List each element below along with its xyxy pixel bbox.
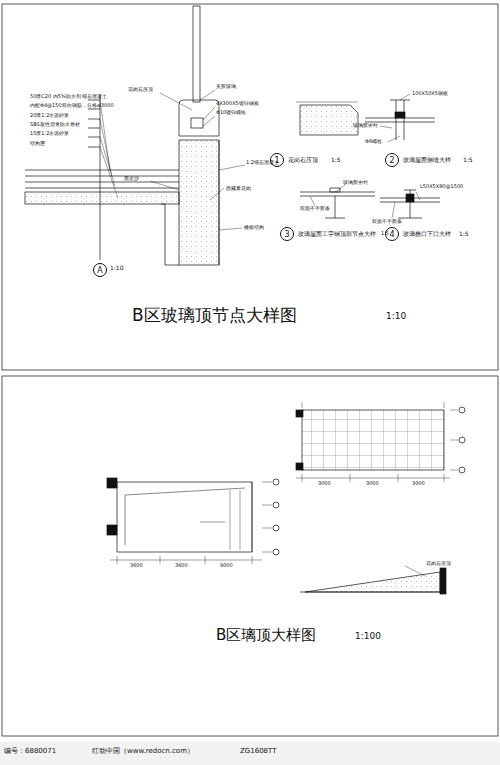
dimension: 3600 — [130, 563, 143, 569]
scale-text: 1:5 — [459, 231, 469, 238]
dimension: 3000 — [366, 481, 379, 487]
layer-note: 结构层 — [30, 141, 45, 147]
detail-callout-circle: 2 — [385, 153, 399, 167]
dimension: 3000 — [412, 481, 425, 487]
callout-number: 2 — [389, 156, 394, 165]
layer-note: SBS改性沥青防水卷材 — [30, 122, 80, 128]
part-label: Φ10镀锌螺栓 — [216, 110, 246, 116]
footer-text: ZG1608TT — [240, 748, 276, 756]
scale-text: 1:5 — [381, 231, 389, 237]
part-label: 西藏黄花岗 — [226, 186, 251, 192]
part-label: 玻璃胶密封 — [343, 180, 368, 186]
part-label: 双面不干胶条 — [372, 219, 402, 225]
footer-text: 编号：6880071 — [4, 748, 56, 756]
layer-note: 20厚1:2水泥砂浆 — [30, 113, 69, 119]
scale-text: 1:5 — [331, 157, 341, 164]
detail-title: 玻璃檐口下口大样 — [403, 231, 451, 238]
sheet-title: B区玻璃顶节点大样图 — [132, 306, 297, 325]
scale-text: 1:10 — [110, 265, 123, 272]
layer-note: 内配Φ4@150双向钢筋，分格≤3000 — [30, 103, 114, 109]
scale-text: 1:100 — [355, 632, 381, 642]
sheet-title: B区璃顶大样图 — [216, 627, 316, 644]
detail-callout-circle: 3 — [280, 227, 294, 241]
part-label: 1:2细石混凝土 — [246, 160, 279, 166]
callout-number: 3 — [284, 230, 289, 239]
part-label: 楼板结构 — [244, 225, 264, 231]
scale-text: 1:5 — [463, 157, 473, 164]
part-label: L50X5X80@1500 — [420, 184, 463, 190]
part-label: 双面不干胶条 — [300, 206, 330, 212]
detail-title: 玻璃屋面侧缝大样 — [403, 157, 451, 164]
layer-note: 50厚C20 内5%防水剂 细石混凝土 — [30, 94, 107, 100]
callout-number: A — [97, 266, 102, 275]
part-label: 4X300X5镀锌钢板 — [216, 101, 259, 107]
dimension: 9000 — [220, 563, 233, 569]
footer-text: 红动中国（www.redocn.com） — [92, 748, 194, 756]
scale-text: 1:10 — [386, 312, 406, 322]
part-label: 玻璃胶密封 — [353, 123, 378, 129]
part-label: 100X50X5钢板 — [412, 91, 448, 97]
part-label: 花岗石压顶 — [426, 561, 451, 567]
dimension: 3600 — [175, 563, 188, 569]
part-label: Φ6螺栓 — [365, 139, 382, 145]
detail-title: 花岗石压顶 — [288, 157, 318, 164]
detail-callout-circle: A — [93, 263, 107, 277]
part-label: 黑金沙 — [124, 176, 139, 182]
part-label: 花岗石压顶 — [128, 87, 153, 93]
part-label: 夹胶玻璃 — [216, 84, 236, 90]
layer-note: 15厚1:2水泥砂浆 — [30, 131, 69, 137]
callout-number: 4 — [389, 230, 394, 239]
detail-title: 玻璃屋面工字钢顶部节点大样 — [298, 231, 376, 238]
dimension: 3000 — [318, 481, 331, 487]
